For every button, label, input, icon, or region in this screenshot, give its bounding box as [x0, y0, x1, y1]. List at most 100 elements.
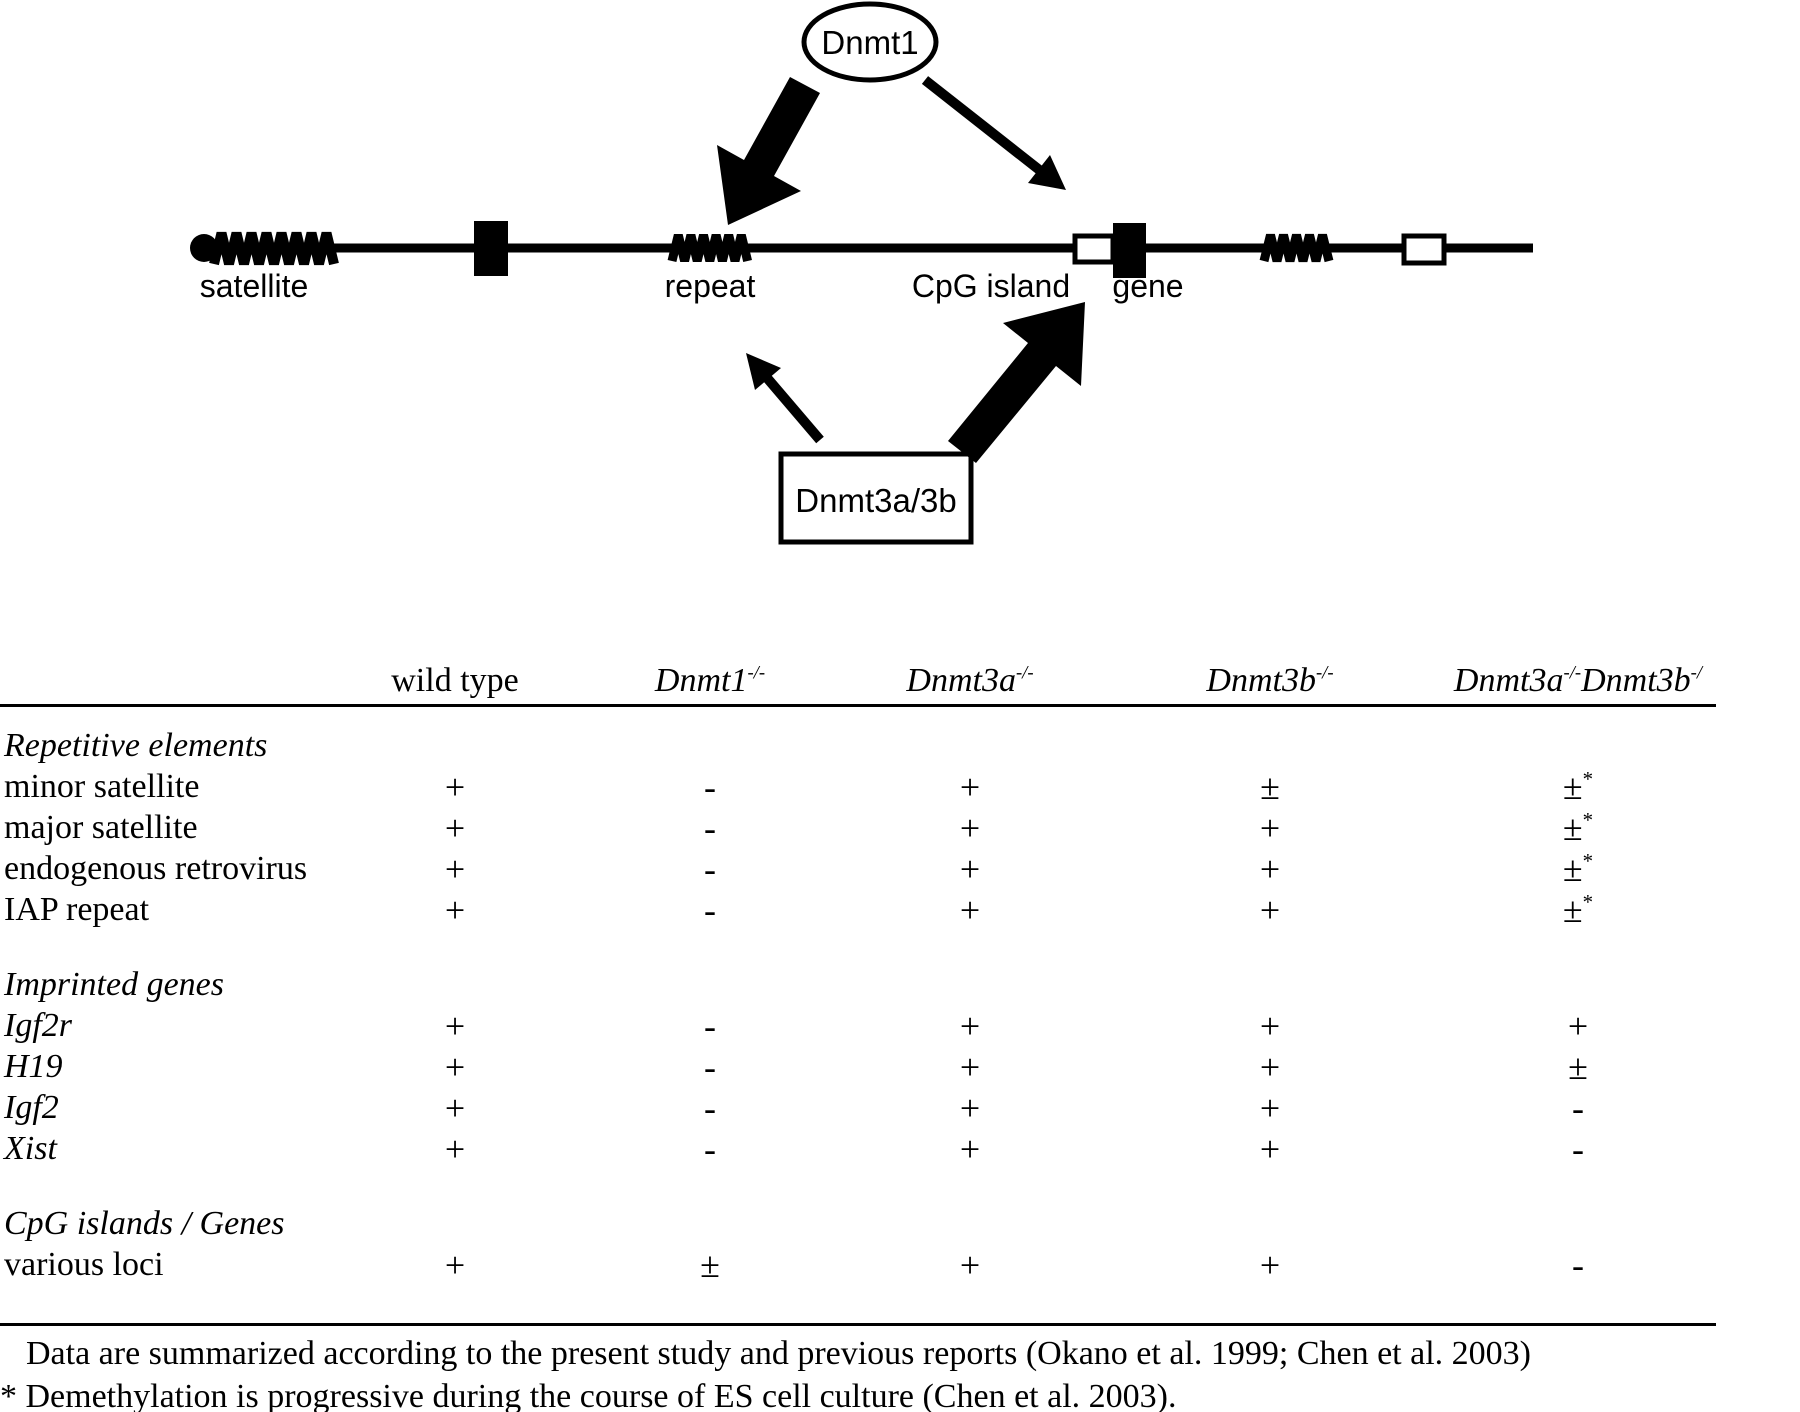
- methylation-status-value: ±: [1260, 767, 1280, 807]
- methylation-status-value: +: [444, 1088, 466, 1128]
- satellite-label: satellite: [200, 268, 309, 304]
- footnote-source: Data are summarized according to the pre…: [26, 1335, 1531, 1372]
- methylation-status-value: +: [959, 849, 981, 889]
- methylation-status-value: -: [704, 808, 716, 848]
- dnmt3-label: Dnmt3a/3b: [795, 482, 956, 519]
- table-row: IAP repeat + - + + ±*: [0, 889, 1716, 930]
- methylation-status-value: +: [444, 1047, 466, 1087]
- col-header-wild-type: wild type: [391, 662, 519, 699]
- table-bottom-rule: [0, 1323, 1716, 1326]
- methylation-table: wild type Dnmt1-/- Dnmt3a-/- Dnmt3b-/- D…: [0, 640, 1716, 1285]
- methylation-status-value: -: [704, 767, 716, 807]
- table-row: various loci + ± + + -: [0, 1244, 1716, 1285]
- methylation-status-value: ±*: [1562, 849, 1594, 889]
- dnmt3-to-gene-arrow: [948, 302, 1085, 463]
- methylation-status-value: ±*: [1562, 767, 1594, 807]
- row-label: IAP repeat: [4, 891, 150, 928]
- cpg-island-label: CpG island: [912, 268, 1070, 304]
- section-heading-label: Repetitive elements: [4, 726, 268, 764]
- methylation-status-value: +: [1259, 1088, 1281, 1128]
- methylation-status-value: +: [1259, 849, 1281, 889]
- col-header-dnmt3a-dnmt3b-dko: Dnmt3a-/-Dnmt3b-/: [1453, 662, 1703, 699]
- methylation-status-value: ±*: [1562, 808, 1594, 848]
- methylation-status-value: +: [444, 808, 466, 848]
- methylation-status-value: -: [704, 1006, 716, 1046]
- methylation-status-value: +: [959, 890, 981, 930]
- methylation-diagram: Dnmt1 Dnmt3a/3b satellite repeat CpG isl…: [190, 1, 1533, 545]
- gene-label: gene: [1112, 268, 1183, 304]
- methylation-status-value: +: [1259, 808, 1281, 848]
- footnotes: Data are summarized according to the pre…: [0, 1332, 1800, 1412]
- cpg-island-box: [1072, 233, 1116, 265]
- methylation-status-value: +: [1259, 1047, 1281, 1087]
- table-section-heading: Imprinted genes: [0, 964, 1716, 1005]
- dnmt3-to-repeat-arrowhead: [746, 353, 781, 390]
- table-row: endogenous retrovirus + - + + ±*: [0, 848, 1716, 889]
- row-label: H19: [4, 1048, 63, 1085]
- table-row: minor satellite+-+±±*: [0, 766, 1716, 807]
- cpg-island-box-right: [1401, 233, 1447, 266]
- gene-block-left: [474, 221, 508, 276]
- methylation-status-value: +: [959, 1088, 981, 1128]
- methylation-status-value: +: [444, 849, 466, 889]
- methylation-status-value: ±: [700, 1245, 720, 1285]
- methylation-status-value: +: [1259, 1006, 1281, 1046]
- methylation-status-value: +: [959, 808, 981, 848]
- section-heading-label: CpG islands / Genes: [4, 1204, 285, 1242]
- methylation-status-value: -: [704, 890, 716, 930]
- methylation-status-value: -: [1572, 1245, 1584, 1285]
- methylation-status-value: -: [704, 1047, 716, 1087]
- row-label: Xist: [4, 1130, 57, 1167]
- methylation-status-value: +: [444, 890, 466, 930]
- repeat-region: [667, 233, 752, 263]
- row-label: endogenous retrovirus: [4, 850, 308, 887]
- methylation-status-value: -: [1572, 1129, 1584, 1169]
- methylation-status-value: +: [1259, 1129, 1281, 1169]
- row-label: major satellite: [4, 809, 198, 846]
- methylation-status-value: +: [444, 1129, 466, 1169]
- table-row: Xist + - + + -: [0, 1128, 1716, 1169]
- dnmt1-to-repeat-arrow: [717, 77, 820, 225]
- table-section-heading: CpG islands / Genes: [0, 1203, 1716, 1244]
- table-section-heading: Repetitive elements: [0, 725, 1716, 766]
- repeat-region-right: [1259, 233, 1334, 263]
- row-label: Igf2: [4, 1089, 59, 1126]
- methylation-status-value: ±: [1568, 1047, 1588, 1087]
- methylation-status-value: +: [1567, 1006, 1589, 1046]
- col-header-dnmt3b-ko: Dnmt3b-/-: [1206, 662, 1334, 699]
- methylation-status-value: -: [704, 849, 716, 889]
- methylation-status-value: +: [1259, 1245, 1281, 1285]
- dnmt3-box: [778, 451, 974, 545]
- dnmt1-to-gene-arrowhead: [1028, 155, 1066, 190]
- table-row: major satellite + - + + ±*: [0, 807, 1716, 848]
- dnmt1-oval: [801, 1, 939, 83]
- methylation-status-value: +: [959, 1047, 981, 1087]
- row-label: minor satellite: [4, 768, 200, 805]
- col-header-dnmt3a-ko: Dnmt3a-/-: [906, 662, 1034, 699]
- row-label: Igf2r: [4, 1007, 72, 1044]
- methylation-status-value: -: [704, 1088, 716, 1128]
- methylation-status-value: -: [704, 1129, 716, 1169]
- repeat-label: repeat: [665, 268, 756, 304]
- methylation-status-value: +: [959, 1129, 981, 1169]
- gene-block: [1113, 223, 1146, 278]
- methylation-status-value: +: [959, 1245, 981, 1285]
- table-header: wild type Dnmt1-/- Dnmt3a-/- Dnmt3b-/- D…: [0, 640, 1716, 707]
- methylation-status-value: +: [444, 1245, 466, 1285]
- satellite-repeat-region: [209, 231, 339, 266]
- footnote-asterisk: * Demethylation is progressive during th…: [0, 1378, 1177, 1412]
- dnmt3-to-repeat-arrow: [758, 368, 824, 444]
- dnmt1-label: Dnmt1: [821, 24, 918, 61]
- methylation-status-value: ±*: [1562, 890, 1594, 930]
- table-row: Igf2+-++-: [0, 1087, 1716, 1128]
- col-header-dnmt1-ko: Dnmt1-/-: [654, 662, 766, 699]
- methylation-status-value: +: [444, 1006, 466, 1046]
- row-label: various loci: [4, 1246, 164, 1283]
- dnmt1-to-gene-arrow: [921, 76, 1046, 176]
- table-row: H19 + - + + ±: [0, 1046, 1716, 1087]
- chromosome-end-circle: [190, 234, 218, 262]
- methylation-status-value: +: [1259, 890, 1281, 930]
- methylation-status-value: +: [959, 1006, 981, 1046]
